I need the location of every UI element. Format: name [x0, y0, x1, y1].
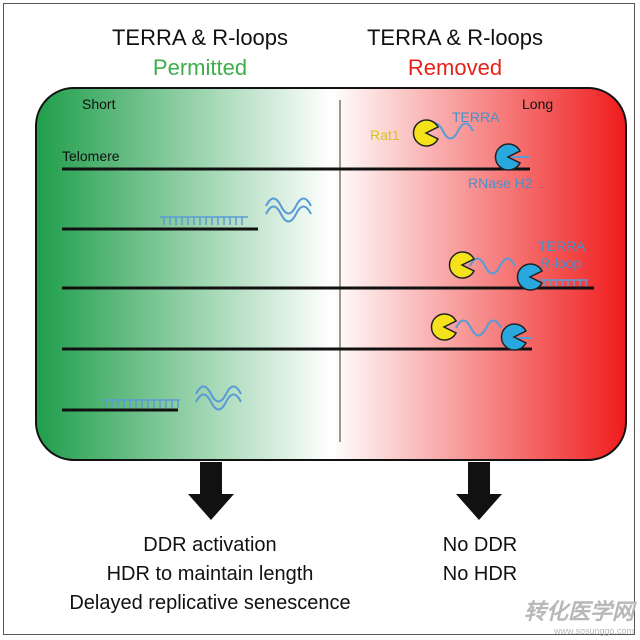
right-outcome-2: No HDR	[442, 563, 518, 585]
right-outcome-1: No DDR	[442, 534, 518, 556]
watermark-title: 转化医学网	[523, 599, 634, 624]
down-arrow-left	[188, 462, 234, 520]
terra-rloop-label-1: TERRA	[538, 238, 586, 254]
rat1-icon	[448, 251, 476, 279]
left-title: TERRA & R-loops	[111, 25, 289, 50]
rloop-hybrid-3	[540, 279, 588, 286]
rnaseh2-icon	[516, 263, 544, 291]
left-status: Permitted	[152, 55, 248, 80]
right-status: Removed	[407, 55, 503, 80]
rat1-icon	[412, 119, 440, 147]
rloop-hybrid-2	[102, 399, 180, 408]
left-outcome-3: Delayed replicative senescence	[69, 592, 351, 614]
short-label: Short	[82, 96, 116, 112]
figure-border	[3, 3, 635, 635]
watermark-url: www.sosunggo.com	[553, 626, 634, 636]
rnaseh2-icon	[494, 143, 522, 171]
rloop-hybrid-1	[160, 216, 248, 225]
left-outcome-2: HDR to maintain length	[106, 563, 314, 585]
rnaseh2-label: RNase H2	[468, 175, 533, 191]
rat1-icon	[430, 313, 458, 341]
watermark: 转化医学网 www.sosunggo.com	[524, 594, 634, 636]
right-title: TERRA & R-loops	[366, 25, 544, 50]
rnaseh2-icon	[500, 323, 528, 351]
rat1-label: Rat1	[370, 127, 400, 143]
left-outcome-1: DDR activation	[143, 534, 277, 556]
terra-rloop-label-2: R-loop	[540, 255, 582, 271]
long-label: Long	[522, 96, 554, 112]
down-arrow-right	[456, 462, 502, 520]
telomere-label: Telomere	[62, 148, 120, 164]
terra-label: TERRA	[452, 109, 500, 125]
main-panel	[35, 87, 627, 461]
